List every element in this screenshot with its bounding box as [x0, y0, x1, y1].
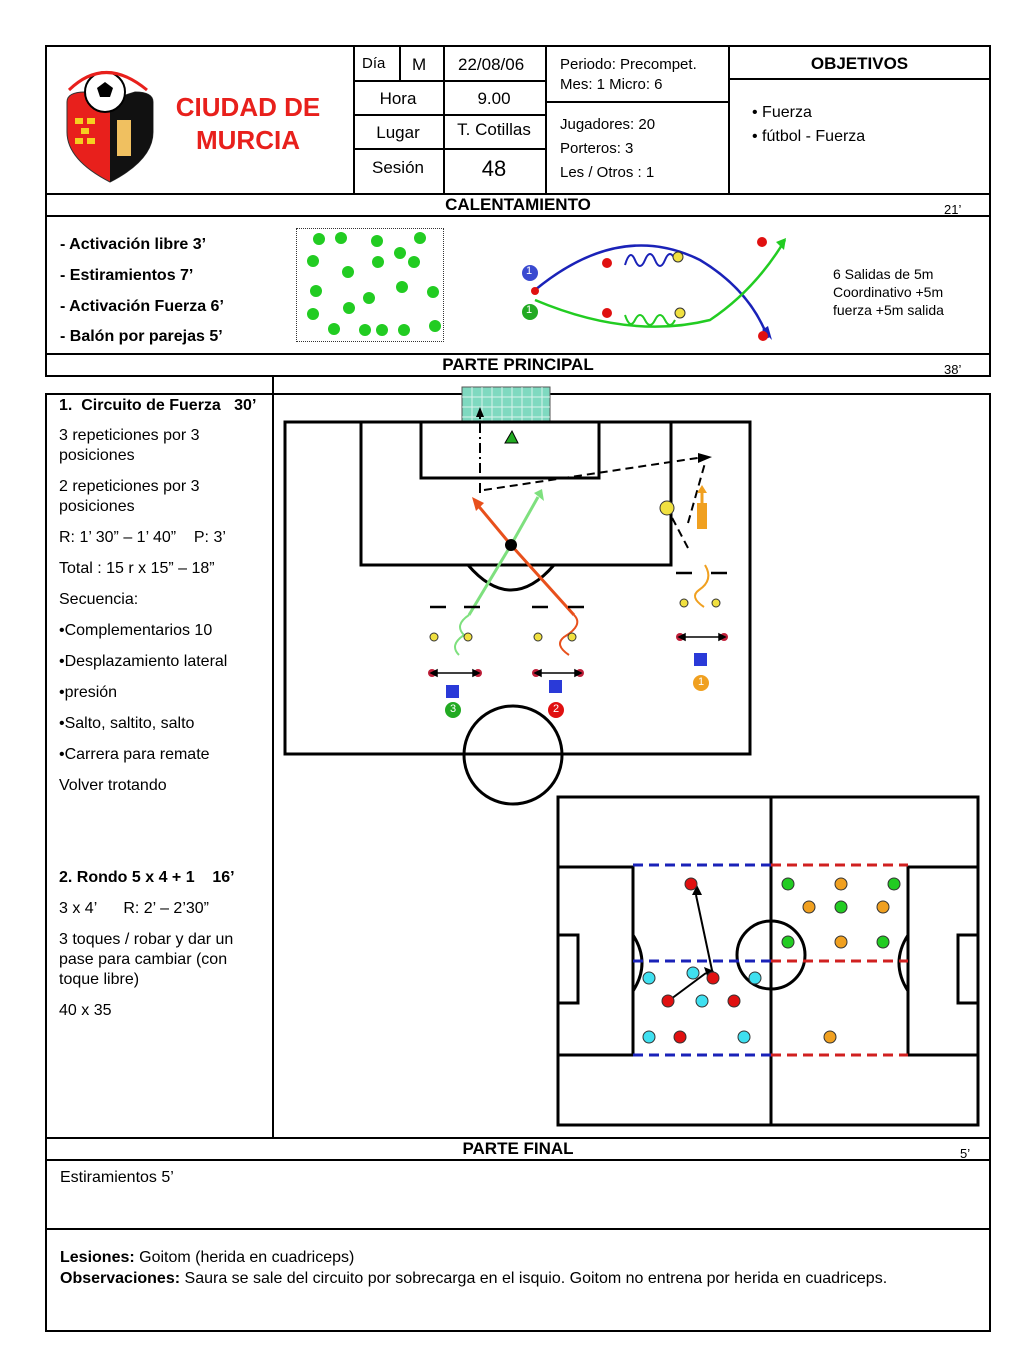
warmup-marker: 1 [526, 265, 533, 277]
hora-label: Hora [379, 89, 417, 108]
porteros: Porteros: 3 [560, 140, 634, 157]
circuit-line: •Complementarios 10 [59, 622, 213, 639]
club-name-line2: MURCIA [196, 125, 300, 155]
lesiones-line: Lesiones: Goitom (herida en cuadriceps) [60, 1249, 354, 1267]
rondo-line: 3 x 4’ R: 2’ – 2’30” [59, 900, 209, 917]
sesion-label: Sesión [372, 158, 424, 177]
sesion-value: 48 [481, 156, 507, 181]
circuit-line: •Salto, saltito, salto [59, 715, 195, 732]
lesiones-label: Lesiones: [60, 1249, 135, 1266]
circuit-line: Secuencia: [59, 591, 139, 608]
mes-micro: Mes: 1 Micro: 6 [560, 76, 663, 93]
circuit-title: 1. Circuito de Fuerza 30’ [59, 397, 257, 414]
objetivo-item: • fútbol - Fuerza [752, 128, 866, 145]
club-logo [55, 60, 165, 185]
warmup-marker: 1 [526, 304, 533, 316]
calentamiento-note: fuerza +5m salida [833, 302, 944, 318]
les-otros: Les / Otros : 1 [560, 164, 655, 181]
lesiones-text: Goitom (herida en cuadriceps) [139, 1249, 355, 1266]
observaciones-line: Observaciones: Saura se sale del circuit… [60, 1270, 887, 1288]
divider [728, 45, 730, 195]
principal-title: PARTE PRINCIPAL [442, 355, 594, 374]
observaciones-label: Observaciones: [60, 1270, 181, 1287]
divider [443, 45, 445, 195]
lugar-label: Lugar [376, 123, 420, 142]
activation-area [296, 228, 444, 342]
principal-time: 38’ [944, 362, 962, 377]
station-label: 3 [450, 703, 457, 715]
divider [353, 114, 546, 116]
divider [353, 148, 546, 150]
station-label: 1 [698, 676, 705, 688]
divider [272, 375, 274, 1139]
divider [353, 45, 355, 195]
club-name-line1: CIUDAD DE [175, 92, 321, 122]
date-value: 22/08/06 [458, 55, 525, 74]
rondo-title: 2. Rondo 5 x 4 + 1 16’ [59, 869, 235, 886]
divider [353, 80, 546, 82]
divider [728, 78, 991, 80]
calentamiento-item: - Balón por parejas 5’ [60, 328, 223, 345]
dia-value: M [412, 55, 427, 74]
station-label: 2 [553, 703, 560, 715]
calentamiento-note: Coordinativo +5m [833, 284, 944, 300]
circuit-line: •Carrera para remate [59, 746, 210, 763]
final-text: Estiramientos 5’ [60, 1169, 174, 1186]
circuit-line: R: 1’ 30” – 1’ 40” P: 3’ [59, 529, 226, 546]
hora-value: 9.00 [477, 89, 511, 108]
circuit-field-diagram [283, 386, 752, 806]
jugadores: Jugadores: 20 [560, 116, 656, 133]
calentamiento-time: 21’ [944, 202, 962, 217]
divider [545, 101, 729, 103]
calentamiento-item: - Estiramientos 7’ [60, 267, 194, 284]
circuit-line: Volver trotando [59, 777, 167, 794]
observaciones-text: Saura se sale del circuito por sobrecarg… [184, 1270, 888, 1287]
dia-label: Día [362, 55, 386, 72]
rondo-pitch-diagram [556, 795, 980, 1127]
periodo: Periodo: Precompet. [560, 56, 697, 73]
rondo-line: 3 toques / robar y dar un pase para camb… [59, 931, 234, 988]
principal-text: 1. Circuito de Fuerza 30’ 3 repeticiones… [59, 396, 269, 1021]
activation-players [307, 232, 441, 336]
calentamiento-title: CALENTAMIENTO [445, 195, 591, 214]
final-title: PARTE FINAL [462, 1139, 574, 1158]
objetivo-item: • Fuerza [752, 104, 812, 121]
objetivos-title: OBJETIVOS [810, 54, 909, 73]
principal-title-bar [45, 353, 991, 377]
divider [399, 45, 401, 81]
circuit-line: 3 repeticiones por 3 posiciones [59, 427, 200, 464]
circuit-line: •presión [59, 684, 118, 701]
calentamiento-item: - Activación libre 3’ [60, 236, 207, 253]
rondo-line: 40 x 35 [59, 1002, 112, 1019]
shield-icon [66, 71, 154, 183]
divider [545, 45, 547, 195]
final-box [45, 1159, 991, 1230]
circuit-line: •Desplazamiento lateral [59, 653, 228, 670]
calentamiento-item: - Activación Fuerza 6’ [60, 298, 224, 315]
circuit-line: Total : 15 r x 15” – 18” [59, 560, 215, 577]
circuit-line: 2 repeticiones por 3 posiciones [59, 478, 200, 515]
warmup-diagram [522, 237, 787, 341]
calentamiento-note: 6 Salidas de 5m [833, 266, 934, 282]
final-time: 5’ [960, 1146, 971, 1161]
footer-box [45, 1228, 991, 1332]
lugar-value: T. Cotillas [457, 120, 531, 139]
